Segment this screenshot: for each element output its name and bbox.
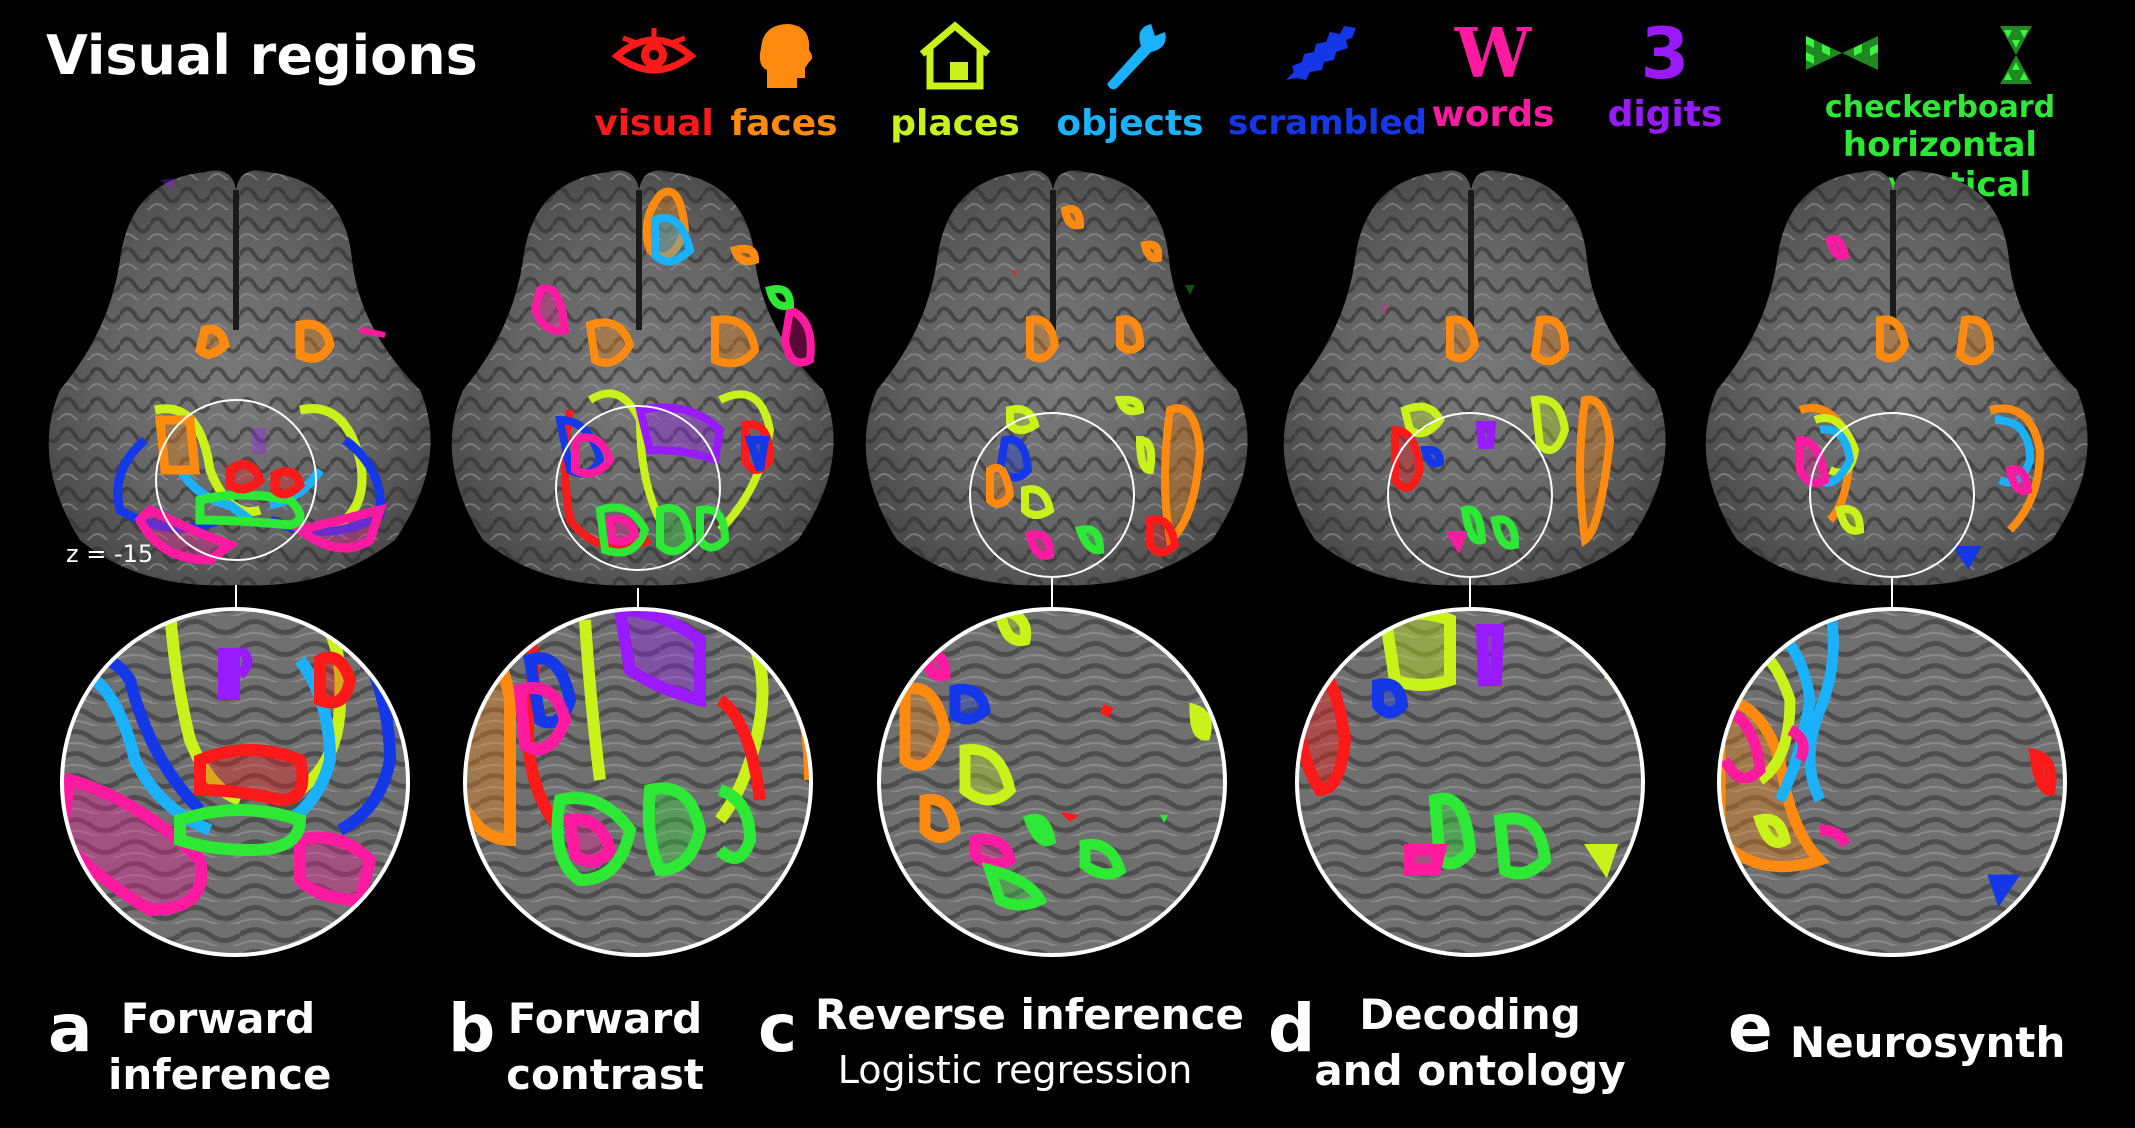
caption-a-line2: inference xyxy=(108,1050,332,1099)
brain-slice-d xyxy=(1283,170,1666,586)
legend-places: places xyxy=(885,18,1025,144)
contours-b xyxy=(530,187,815,557)
legend-checkerboard: checkerboard horizontal - vertical xyxy=(1760,22,2120,205)
panel-letter-c: c xyxy=(758,990,798,1067)
legend-label-objects: objects xyxy=(1056,103,1204,144)
zoom-ring-c xyxy=(877,607,1227,957)
legend-digits: 3 digits xyxy=(1600,18,1730,135)
checkerboard-label: checkerboard xyxy=(1824,90,2056,125)
face-silhouette-icon xyxy=(759,24,812,88)
legend-scrambled: scrambled xyxy=(1228,18,1427,143)
magnifier-guides xyxy=(155,399,1975,607)
zoom-view-d xyxy=(1297,609,1643,955)
caption-b-line1: Forward xyxy=(507,994,703,1043)
contours-c xyxy=(986,205,1205,560)
zoom-view-b xyxy=(465,609,811,955)
contours-e xyxy=(1796,235,2045,570)
zoom-ring-a xyxy=(60,607,410,957)
legend-label-faces: faces xyxy=(730,103,838,144)
slice-label: z = -15 xyxy=(66,540,154,568)
caption-d-line2: and ontology xyxy=(1314,1046,1626,1095)
vertical-checkerboard-icon xyxy=(2000,26,2032,84)
legend-objects: objects xyxy=(1052,18,1208,144)
legend-label-scrambled: scrambled xyxy=(1228,103,1427,143)
zoom-ring-e xyxy=(1717,607,2067,957)
house-icon xyxy=(919,21,991,90)
zoom-view-e xyxy=(1719,609,2065,955)
brain-slice-b xyxy=(451,170,834,586)
legend-label-digits: digits xyxy=(1607,94,1723,135)
legend-words: W words xyxy=(1430,18,1556,135)
legend-label-words: words xyxy=(1431,94,1555,135)
contours-a xyxy=(113,178,387,565)
zoom-ring-d xyxy=(1295,607,1645,957)
caption-e-line1: Neurosynth xyxy=(1790,1018,2066,1067)
wrench-icon xyxy=(1107,24,1166,90)
scrambled-shape-icon xyxy=(1286,26,1356,80)
legend-visual: visual xyxy=(562,18,746,144)
legend-faces: faces xyxy=(722,18,846,144)
caption-c-line1: Reverse inference xyxy=(815,990,1245,1039)
zoom-ring-b xyxy=(463,607,813,957)
legend-label-visual: visual xyxy=(594,103,714,144)
figure-title: Visual regions xyxy=(46,24,478,87)
contours-d xyxy=(1380,305,1615,554)
panel-letter-d: d xyxy=(1268,990,1316,1067)
legend-label-places: places xyxy=(890,103,1020,144)
digit-3-icon: 3 xyxy=(1640,13,1690,95)
brain-slice-a xyxy=(48,170,431,586)
panel-letter-e: e xyxy=(1728,990,1773,1067)
zoom-view-a xyxy=(62,609,408,955)
eye-icon xyxy=(611,28,697,74)
panel-letter-b: b xyxy=(448,990,496,1067)
brain-slice-c xyxy=(865,170,1248,586)
horizontal-label: horizontal xyxy=(1842,125,2038,165)
letter-w-icon: W xyxy=(1454,14,1532,94)
zoom-view-c xyxy=(879,609,1225,955)
caption-a-line1: Forward xyxy=(120,994,316,1043)
panel-letter-a: a xyxy=(48,990,93,1067)
caption-c-line2: Logistic regression xyxy=(837,1048,1193,1092)
caption-b-line2: contrast xyxy=(506,1050,704,1099)
brain-slice-e xyxy=(1705,170,2088,586)
caption-d-line1: Decoding xyxy=(1359,990,1581,1039)
horizontal-checkerboard-icon xyxy=(1806,36,1878,70)
